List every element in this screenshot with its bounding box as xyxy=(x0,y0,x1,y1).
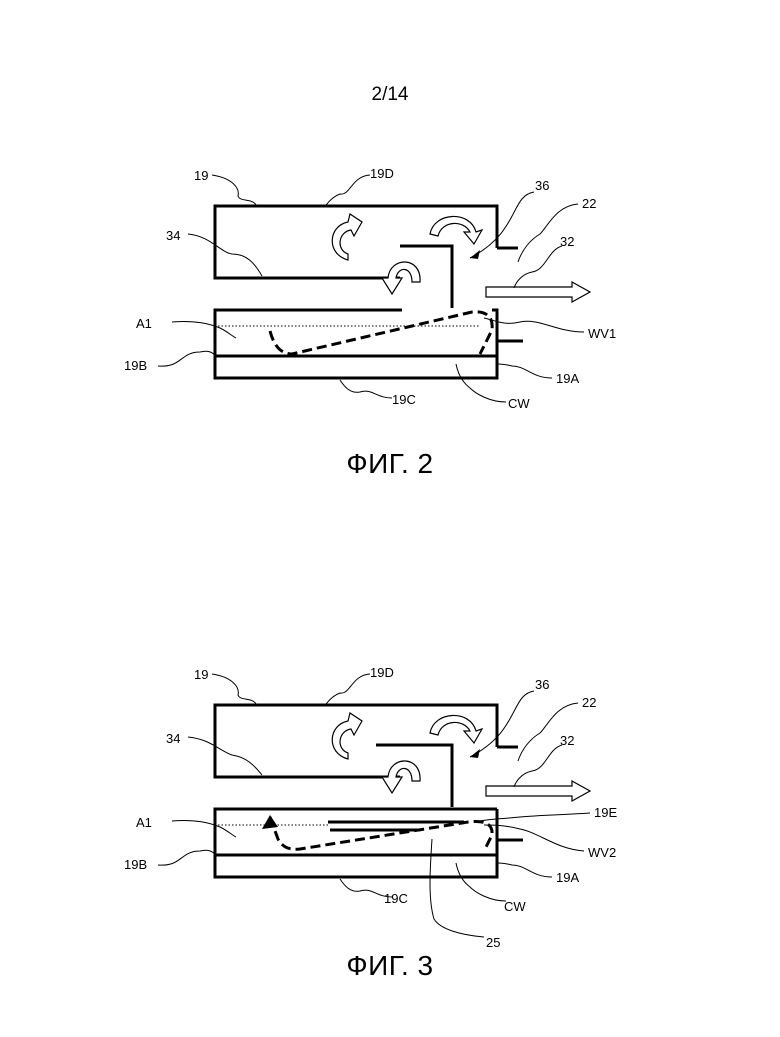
wave-path xyxy=(270,312,492,354)
label-CW: CW xyxy=(504,899,526,914)
label-32: 32 xyxy=(560,234,574,249)
leader-19A xyxy=(498,863,552,877)
leader-WV2 xyxy=(484,825,584,851)
leader-A1 xyxy=(172,321,236,338)
leader-32 xyxy=(514,745,562,787)
label-19E: 19E xyxy=(594,805,617,820)
label-19C: 19C xyxy=(384,891,408,906)
label-WV2: WV2 xyxy=(588,845,616,860)
label-WV1: WV1 xyxy=(588,326,616,341)
baffle-wall xyxy=(400,246,452,308)
label-19B: 19B xyxy=(124,857,147,872)
label-CW: CW xyxy=(508,396,530,411)
label-36: 36 xyxy=(535,677,549,692)
label-19B: 19B xyxy=(124,358,147,373)
leader-19B xyxy=(158,850,216,865)
label-19A: 19A xyxy=(556,371,579,386)
figure-3-caption: ФИГ. 3 xyxy=(0,950,780,982)
figure-2-caption: ФИГ. 2 xyxy=(0,448,780,480)
label-32: 32 xyxy=(560,733,574,748)
label-34: 34 xyxy=(166,731,180,746)
figure-2: 19 19D 36 22 34 32 A1 WV1 19B 19A 19C CW xyxy=(124,166,616,411)
pointer-arrowhead xyxy=(470,749,480,758)
label-19C: 19C xyxy=(392,392,416,407)
leader-32 xyxy=(514,246,562,288)
label-19D: 19D xyxy=(370,665,394,680)
leader-22 xyxy=(518,703,578,761)
leader-34 xyxy=(188,234,262,276)
leader-19D xyxy=(326,175,370,205)
wave-arrowhead xyxy=(262,815,278,829)
label-22: 22 xyxy=(582,695,596,710)
leader-A1 xyxy=(172,820,236,837)
label-22: 22 xyxy=(582,196,596,211)
leader-19 xyxy=(212,175,256,205)
leader-19A xyxy=(498,364,552,378)
leader-19 xyxy=(212,674,256,704)
curved-arrow-icon xyxy=(430,216,482,244)
leader-WV1 xyxy=(484,318,584,332)
curved-arrow-icon xyxy=(430,715,482,743)
curved-arrow-icon xyxy=(332,214,362,260)
tank-top-wall xyxy=(215,809,497,877)
leader-22 xyxy=(518,204,578,262)
flow-arrow-icon xyxy=(486,282,590,302)
curved-arrow-icon xyxy=(382,761,420,793)
label-A1: A1 xyxy=(136,316,152,331)
tank-top-wall xyxy=(215,310,497,378)
label-19D: 19D xyxy=(370,166,394,181)
curved-arrow-icon xyxy=(382,262,420,294)
pointer-arrowhead xyxy=(470,250,480,259)
figure-3: 19 19D 36 22 34 32 19E A1 WV2 19B 19A 19… xyxy=(124,665,617,950)
leader-19C xyxy=(340,380,392,398)
label-19: 19 xyxy=(194,168,208,183)
label-19A: 19A xyxy=(556,870,579,885)
leader-34 xyxy=(188,737,262,775)
flow-arrow-icon xyxy=(486,781,590,801)
label-19: 19 xyxy=(194,667,208,682)
label-36: 36 xyxy=(535,178,549,193)
leader-19B xyxy=(158,351,216,366)
leader-19D xyxy=(326,674,370,704)
label-A1: A1 xyxy=(136,815,152,830)
label-34: 34 xyxy=(166,228,180,243)
label-25: 25 xyxy=(486,935,500,950)
curved-arrow-icon xyxy=(332,713,362,759)
